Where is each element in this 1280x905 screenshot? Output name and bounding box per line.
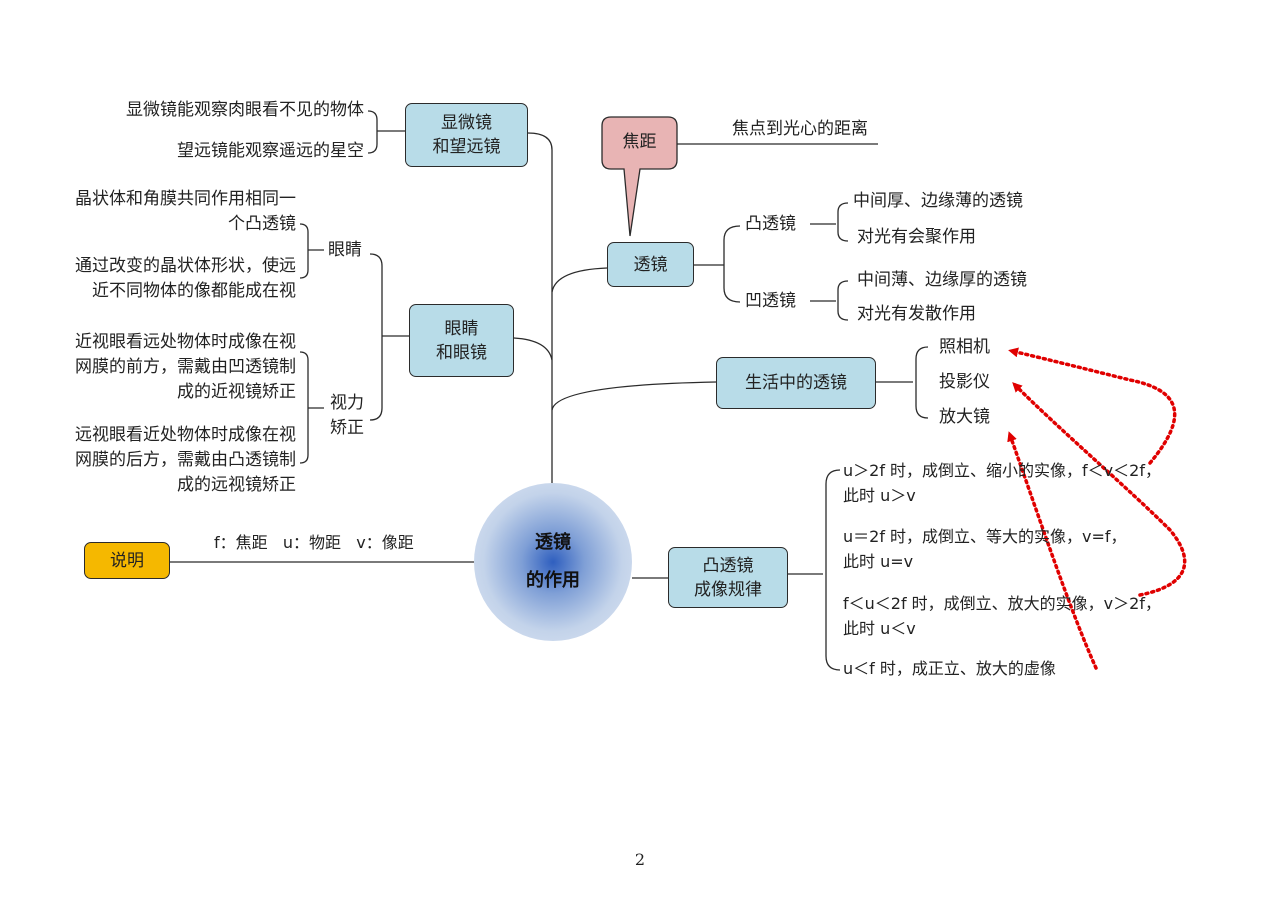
convex-brace: [810, 202, 849, 242]
microscope-box: 显微镜 和望远镜: [405, 103, 528, 167]
convex-label: 凸透镜: [745, 214, 796, 234]
microscope-item-1: 显微镜能观察肉眼看不见的物体: [126, 100, 364, 120]
daily-item-projector: 投影仪: [939, 372, 990, 392]
arrow-projector: [1012, 382, 1187, 597]
eye-label: 眼睛: [328, 240, 362, 260]
center-title-line1: 透镜: [535, 532, 571, 553]
imaging-rule-4: u＜f 时，成正立、放大的虚像: [843, 659, 1056, 678]
arrow-camera: [1008, 347, 1177, 465]
microscope-brace: [367, 110, 405, 154]
arrow-magnifier: [1007, 431, 1098, 670]
vision-item-2: 远视眼看近处物体时成像在视 网膜的后方，需戴由凸透镜制 成的远视镜矫正: [75, 425, 296, 495]
imaging-rule-3: f＜u＜2f 时，成倒立、放大的实像，v＞2f， 此时 u＜v: [843, 594, 1161, 638]
focal-label: 焦距: [622, 132, 657, 152]
eye-item-1: 晶状体和角膜共同作用相同一 个凸透镜: [75, 189, 296, 234]
lens-branch-line: [551, 267, 608, 293]
daily-box: 生活中的透镜: [716, 357, 876, 409]
daily-item-magnifier: 放大镜: [939, 407, 990, 427]
eye-item-2: 通过改变的晶状体形状，使远 近不同物体的像都能成在视: [75, 256, 296, 301]
microscope-item-2: 望远镜能观察遥远的星空: [177, 141, 364, 161]
imaging-rule-1: u＞2f 时，成倒立、缩小的实像，f＜v＜2f， 此时 u＞v: [843, 461, 1161, 505]
daily-branch-line: [551, 381, 717, 411]
eye-branch-line: [513, 337, 553, 361]
focal-definition: 焦点到光心的距离: [732, 119, 868, 139]
lens-split: [694, 225, 741, 303]
focal-callout: [601, 116, 678, 237]
trunk-line: [527, 132, 553, 483]
vision-brace: [299, 351, 324, 464]
daily-brace: [876, 346, 929, 419]
convex-item-2: 对光有会聚作用: [857, 227, 976, 247]
eye-section-box: 眼睛 和眼镜: [409, 304, 514, 377]
concave-item-1: 中间薄、边缘厚的透镜: [857, 270, 1027, 290]
page-number: 2: [634, 850, 646, 869]
concave-item-2: 对光有发散作用: [857, 304, 976, 324]
note-box: 说明: [84, 542, 170, 579]
imaging-rule-2: u＝2f 时，成倒立、等大的实像，v=f， 此时 u=v: [843, 527, 1127, 571]
eye-bracket: [369, 253, 409, 421]
eye-brace: [299, 223, 324, 279]
vision-label: 视力 矫正: [330, 393, 364, 438]
daily-item-camera: 照相机: [939, 337, 990, 357]
center-node: 透镜 的作用: [474, 483, 632, 641]
imaging-box: 凸透镜 成像规律: [668, 547, 788, 608]
center-title-line2: 的作用: [526, 570, 580, 591]
vision-item-1: 近视眼看远处物体时成像在视 网膜的前方，需戴由凹透镜制 成的近视镜矫正: [75, 332, 296, 402]
convex-item-1: 中间厚、边缘薄的透镜: [853, 191, 1023, 211]
concave-brace: [810, 280, 849, 321]
legend-text: f：焦距 u：物距 v：像距: [214, 533, 414, 552]
lens-box: 透镜: [607, 242, 694, 287]
imaging-bracket: [788, 469, 841, 671]
concave-label: 凹透镜: [745, 291, 796, 311]
